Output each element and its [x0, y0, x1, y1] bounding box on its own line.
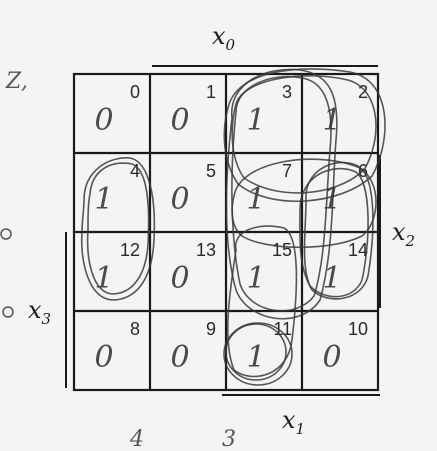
group-loop-11: [223, 322, 293, 386]
left-margin-dot-2: [2, 306, 14, 318]
bottom-left-scribble: 4: [129, 427, 144, 451]
grouping-loops: [80, 68, 386, 386]
group-loop-col-15-11: [227, 225, 298, 378]
group-loop-11-b: [225, 323, 287, 381]
group-loop-6-14: [303, 161, 374, 300]
kmap-cell-13: 13 0: [170, 240, 216, 296]
cell-value: 1: [246, 103, 265, 138]
x3-label: x3: [28, 296, 51, 328]
cell-index-label: 11: [273, 319, 292, 339]
cell-index-label: 0: [130, 82, 140, 102]
group-loop-4-12: [80, 157, 156, 301]
x0-label: x0: [212, 22, 236, 54]
cell-index-label: 1: [206, 82, 216, 102]
kmap-cell-5: 50: [170, 161, 216, 217]
kmap-cell-12: 121: [94, 240, 140, 296]
cell-index-label: 12: [120, 240, 140, 260]
left-margin-dot: [0, 228, 12, 240]
cell-index-label: 4: [130, 161, 140, 181]
kmap-cell-15: 15 1: [246, 240, 292, 296]
cell-value: 1: [246, 340, 265, 375]
cell-index-label: 3: [282, 82, 292, 102]
cell-value: 0: [170, 261, 189, 296]
kmap-cell-1: 10: [170, 82, 216, 138]
cell-value: 1: [322, 103, 341, 138]
bottom-mid-scribble: 3: [222, 427, 236, 451]
group-loop-6-14-b: [299, 167, 369, 298]
kmap-grid: [72, 72, 380, 392]
kmap-cell-8: 80: [94, 319, 140, 375]
cell-value: 0: [322, 340, 341, 375]
cell-value: 1: [246, 261, 265, 296]
group-loop-4-12-b: [86, 162, 150, 295]
cell-index-label: 14: [348, 240, 368, 260]
kmap-cell-9: 90: [170, 319, 216, 375]
cell-value: 1: [94, 182, 113, 217]
kmap-cell-0: 00: [94, 82, 140, 138]
cell-value: 0: [170, 340, 189, 375]
cell-index-label: 8: [130, 319, 140, 339]
cell-index-label: 5: [206, 161, 216, 181]
x1-label: x1: [282, 406, 305, 438]
cell-value: 0: [170, 103, 189, 138]
cell-value: 0: [170, 182, 189, 217]
kmap-cell-4: 41: [94, 161, 140, 217]
group-loop-col3-7-15: [225, 68, 338, 320]
x2-label: x2: [392, 218, 415, 250]
group-loop-3-2: [223, 68, 386, 203]
cell-value: 0: [94, 103, 113, 138]
cell-index-label: 15: [272, 240, 292, 260]
group-loop-3-2-b: [231, 75, 377, 194]
cell-index-label: 2: [358, 82, 368, 102]
cell-index-label: 9: [206, 319, 216, 339]
group-loop-col3-7-15-b: [231, 75, 332, 312]
cell-value: 1: [246, 182, 265, 217]
kmap-cell-3: 31: [246, 82, 292, 138]
cell-index-label: 13: [196, 240, 216, 260]
cell-index-label: 10: [348, 319, 368, 339]
kmap-cell-7: 71: [246, 161, 292, 217]
kmap-cell-10: 10 0: [322, 319, 368, 375]
cell-value: 0: [94, 340, 113, 375]
cell-index-label: 7: [282, 161, 292, 181]
z-function-label: Z,: [5, 69, 28, 94]
